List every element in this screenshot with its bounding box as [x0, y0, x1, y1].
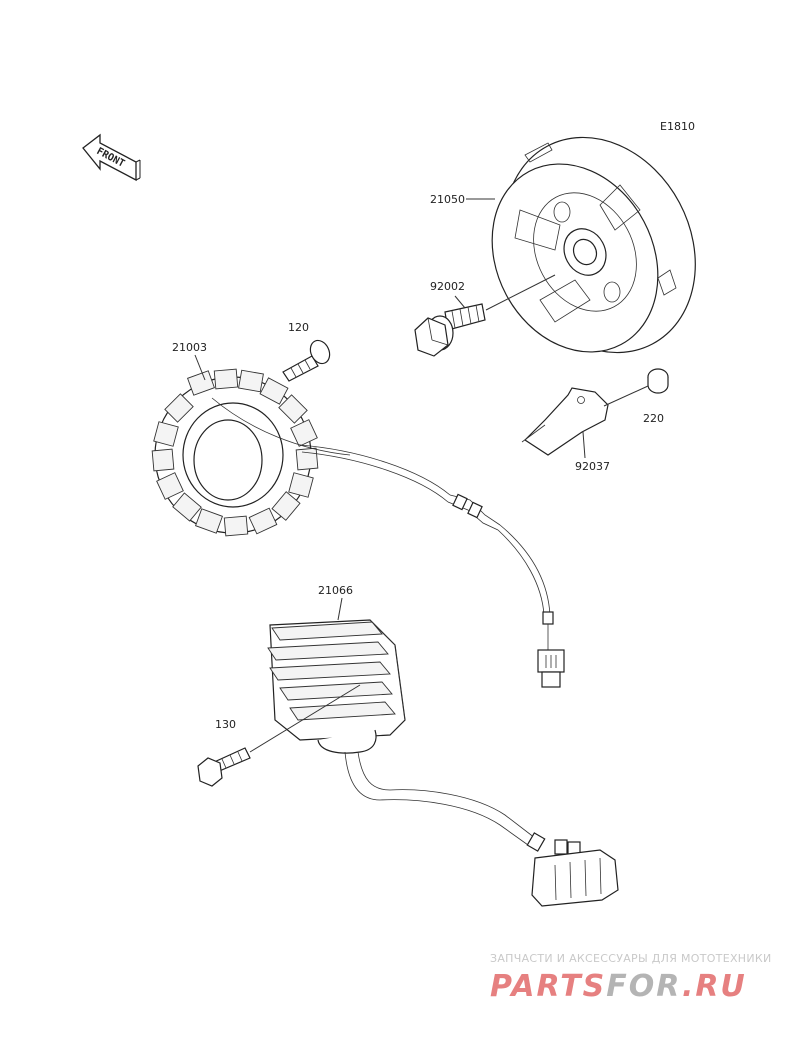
regulator-connector-icon: [531, 849, 619, 907]
watermark-brand-3: .RU: [682, 969, 747, 1004]
flywheel-part[interactable]: [460, 104, 732, 386]
stator-screw-part[interactable]: [282, 337, 333, 382]
label-21050: 21050: [430, 193, 465, 206]
stator-connector-icon: [537, 649, 565, 688]
front-arrow-icon: FRONT: [82, 133, 141, 182]
bracket-screw-part[interactable]: [647, 368, 669, 394]
bracket-part[interactable]: [521, 387, 609, 456]
label-92037: 92037: [575, 460, 610, 473]
regulator-part[interactable]: [267, 619, 406, 754]
stator-harness: [299, 444, 554, 650]
svg-text:PARTSFOR.RU: PARTSFOR.RU: [490, 969, 747, 1004]
diagram-code: E1810: [660, 120, 695, 133]
label-220: 220: [643, 412, 664, 425]
label-21066: 21066: [318, 584, 353, 597]
watermark-tagline: ЗАПЧАСТИ И АКСЕССУАРЫ ДЛЯ МОТОТЕХНИКИ: [490, 952, 772, 965]
label-21003: 21003: [172, 341, 207, 354]
flange-bolt-part[interactable]: [414, 303, 486, 357]
watermark-brand-1: PARTS: [490, 969, 606, 1004]
label-92002: 92002: [430, 280, 465, 293]
regulator-harness: [344, 751, 581, 857]
watermark-logo: PARTSFOR.RU: [490, 969, 747, 1004]
regulator-bolt-part[interactable]: [197, 747, 251, 787]
stator-part[interactable]: [151, 368, 351, 537]
watermark-brand-2: FOR: [606, 969, 682, 1004]
label-120: 120: [288, 321, 309, 334]
label-130: 130: [215, 718, 236, 731]
